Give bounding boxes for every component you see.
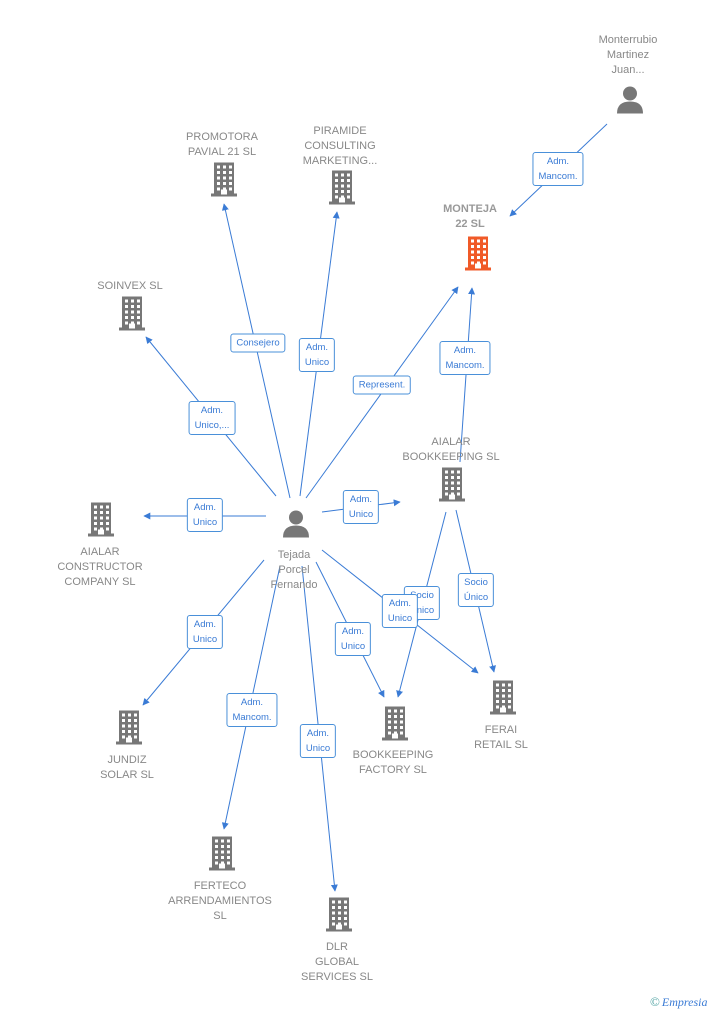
- edge-label-aialar_bk-ferai[interactable]: Socio Único: [457, 573, 495, 607]
- edge-label-tejada-bk_factory[interactable]: Adm. Unico: [334, 622, 372, 656]
- brand-logo: ©Empresia: [650, 994, 707, 1010]
- copyright-icon: ©: [650, 994, 660, 1009]
- building-icon-bk_factory[interactable]: [380, 706, 410, 747]
- edge-line-aialar_bk-monteja: [459, 287, 476, 463]
- node-label-dlr[interactable]: DLR GLOBAL SERVICES SL: [301, 941, 373, 983]
- node-label-bk_factory[interactable]: BOOKKEEPING FACTORY SL: [352, 749, 434, 776]
- edge-label-tejada-ferteco[interactable]: Adm. Mancom.: [226, 693, 278, 727]
- building-icon-aialar_cc[interactable]: [86, 502, 116, 543]
- edge-label-tejada-jundiz[interactable]: Adm. Unico: [186, 615, 224, 649]
- node-label-ferai[interactable]: FERAI RETAIL SL: [474, 724, 528, 751]
- edge-label-tejada-promotora[interactable]: Consejero: [230, 333, 286, 353]
- person-icon-tejada[interactable]: [281, 509, 311, 544]
- edge-label-tejada-aialar_cc[interactable]: Adm. Unico: [186, 498, 224, 532]
- edge-label-tejada-monteja[interactable]: Represent.: [352, 375, 412, 395]
- node-label-soinvex[interactable]: SOINVEX SL: [97, 280, 163, 292]
- building-icon-aialar_bk[interactable]: [437, 467, 467, 508]
- edge-label-monterrubio-monteja[interactable]: Adm. Mancom.: [532, 152, 584, 186]
- edge-label-tejada-piramide[interactable]: Adm. Unico: [298, 338, 336, 372]
- node-label-promotora[interactable]: PROMOTORA PAVIAL 21 SL: [186, 131, 258, 158]
- node-label-monterrubio[interactable]: Monterrubio Martinez Juan...: [598, 34, 658, 76]
- building-icon-ferai[interactable]: [488, 680, 518, 721]
- edge-label-tejada-dlr[interactable]: Adm. Unico: [299, 724, 337, 758]
- building-icon-soinvex[interactable]: [117, 296, 147, 337]
- edge-label-aialar_bk-monteja[interactable]: Adm. Mancom.: [439, 341, 491, 375]
- brand-name: Empresia: [661, 995, 708, 1009]
- node-label-jundiz[interactable]: JUNDIZ SOLAR SL: [100, 754, 154, 781]
- node-label-piramide[interactable]: PIRAMIDE CONSULTING MARKETING...: [302, 125, 378, 167]
- person-icon-monterrubio[interactable]: [615, 85, 645, 120]
- building-icon-monteja[interactable]: [463, 236, 493, 277]
- building-icon-ferteco[interactable]: [207, 836, 237, 877]
- building-icon-dlr[interactable]: [324, 897, 354, 938]
- node-label-aialar_bk[interactable]: AIALAR BOOKKEEPING SL: [402, 436, 500, 463]
- building-icon-piramide[interactable]: [327, 170, 357, 211]
- edge-label-tejada-aialar_bk[interactable]: Adm. Unico: [342, 490, 380, 524]
- edge-label-tejada-soinvex[interactable]: Adm. Unico,...: [188, 401, 236, 435]
- node-label-ferteco[interactable]: FERTECO ARRENDAMIENTOS SL: [168, 880, 272, 922]
- node-label-tejada[interactable]: Tejada Porcel Fernando: [270, 549, 318, 591]
- edge-label-tejada-ferai[interactable]: Adm. Unico: [381, 594, 419, 628]
- building-icon-jundiz[interactable]: [114, 710, 144, 751]
- node-label-aialar_cc[interactable]: AIALAR CONSTRUCTOR COMPANY SL: [57, 546, 143, 588]
- node-label-monteja[interactable]: MONTEJA 22 SL: [443, 203, 497, 230]
- building-icon-promotora[interactable]: [209, 162, 239, 203]
